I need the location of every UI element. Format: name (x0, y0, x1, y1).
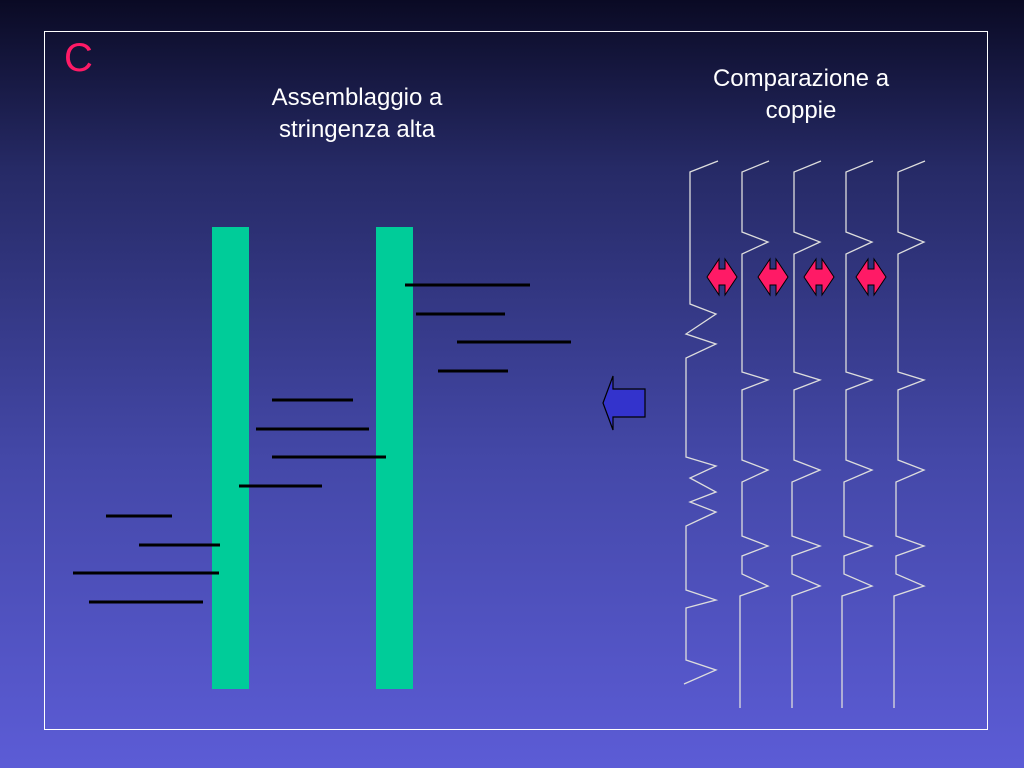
assembly-title: Assemblaggio a stringenza alta (232, 82, 482, 146)
sequence-trace-4 (841, 160, 874, 708)
double-arrow-icon (855, 257, 887, 297)
double-arrow-icon (803, 257, 835, 297)
double-arrow-icon (757, 257, 789, 297)
reads-right-contig (405, 283, 571, 373)
sequence-trace-1 (683, 160, 719, 685)
comparison-arrows (706, 257, 887, 297)
contig-bar-left (212, 227, 249, 689)
slide-frame (44, 31, 988, 730)
reads-left-contig (73, 514, 220, 604)
pairwise-title: Comparazione a coppie (676, 63, 926, 127)
panel-letter: C (64, 36, 93, 80)
reads-middle (239, 398, 386, 488)
sequence-traces (683, 160, 926, 708)
left-arrow-icon (602, 375, 646, 431)
sequence-trace-2 (739, 160, 770, 708)
pairwise-title-line2: coppie (765, 97, 837, 124)
assembly-title-line2: stringenza alta (278, 116, 436, 143)
assembly-title-line1: Assemblaggio a (271, 84, 443, 111)
sequence-trace-5 (893, 160, 926, 708)
double-arrow-icon (706, 257, 738, 297)
sequence-trace-3 (791, 160, 822, 708)
pairwise-title-line1: Comparazione a (712, 65, 890, 92)
